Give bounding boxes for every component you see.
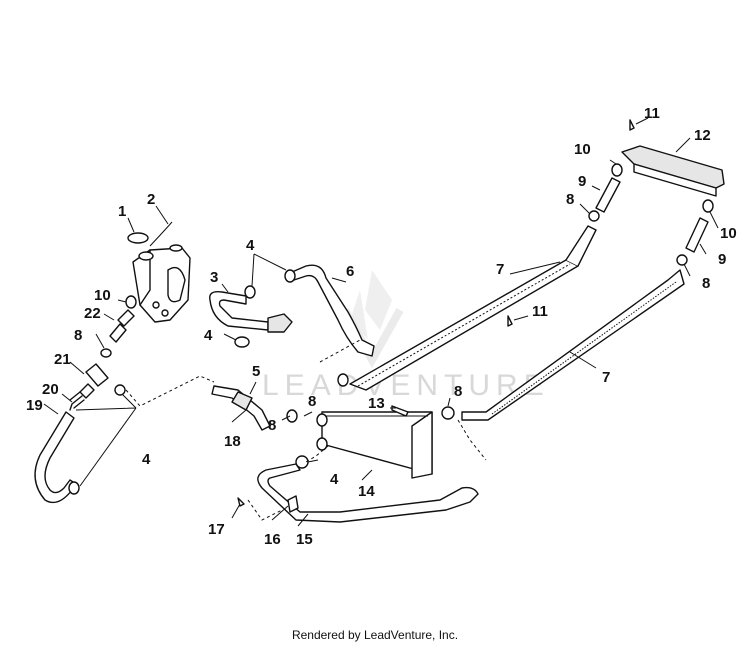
- part-4-clamp-b: [68, 481, 80, 495]
- callouts: 1 2 3 4 4 4 4 5 6 7 7 8 8 8 8 8 8 9 9 10…: [26, 105, 737, 548]
- part-9-hose-upper: [595, 177, 621, 213]
- part-10-clamp-b: [702, 199, 714, 213]
- callout-8a: 8: [74, 327, 82, 344]
- part-16-clamp: [287, 495, 299, 513]
- callout-11b: 11: [532, 303, 548, 320]
- callout-13: 13: [368, 395, 385, 412]
- callout-8d: 8: [566, 191, 574, 208]
- callout-14: 14: [358, 483, 375, 500]
- hose-dash-a: [319, 339, 361, 363]
- part-7-tube-upper: [349, 225, 597, 391]
- callout-10a: 10: [94, 287, 111, 304]
- callout-5: 5: [252, 363, 260, 380]
- part-10-clamp-left: [125, 295, 137, 309]
- callout-18: 18: [224, 433, 241, 450]
- part-11-bolt-b: [507, 315, 513, 327]
- part-22-fitting: [109, 309, 135, 343]
- part-9-hose-lower: [685, 217, 709, 253]
- callout-7a: 7: [496, 261, 504, 278]
- part-4-clamp-c: [244, 285, 256, 299]
- part-12-crossover-face: [633, 163, 717, 197]
- part-5-connector: [267, 313, 293, 333]
- callout-15: 15: [296, 531, 313, 548]
- part-8-clamp-f: [286, 409, 298, 423]
- part-6-hose: [291, 264, 375, 357]
- callout-12: 12: [694, 127, 711, 144]
- part-21-tee: [79, 363, 109, 399]
- callout-2: 2: [147, 191, 155, 208]
- callout-4d: 4: [330, 471, 339, 488]
- part-8-clamp-b: [337, 373, 349, 387]
- dash-lines: [125, 375, 487, 521]
- callout-8e: 8: [702, 275, 710, 292]
- part-19-hose: [34, 411, 77, 504]
- callout-22: 22: [84, 305, 101, 322]
- part-17-bolt: [237, 497, 245, 507]
- callout-3: 3: [210, 269, 218, 286]
- coolant-reservoir: [132, 244, 191, 323]
- callout-19: 19: [26, 397, 43, 414]
- callout-10c: 10: [720, 225, 737, 242]
- part-11-bolt-a: [629, 119, 635, 131]
- part-2-tube: [149, 221, 173, 247]
- part-8-clamp-c: [588, 210, 600, 222]
- callout-10b: 10: [574, 141, 591, 158]
- callout-8f: 8: [454, 383, 462, 400]
- callout-7b: 7: [602, 369, 610, 386]
- callout-9a: 9: [578, 173, 586, 190]
- callout-6: 6: [346, 263, 354, 280]
- part-8-clamp-a: [100, 348, 112, 358]
- part-10-clamp-a: [611, 163, 623, 177]
- callout-8b: 8: [308, 393, 316, 410]
- part-4-clamp-a: [114, 384, 126, 396]
- part-7-tube-lower: [461, 269, 685, 421]
- watermark-text: LEADVENTURE: [262, 369, 550, 402]
- part-4-clamp-e: [284, 269, 296, 283]
- part-4-clamp-d: [234, 336, 250, 348]
- part-15-hose: [257, 463, 479, 523]
- callout-20: 20: [42, 381, 59, 398]
- part-8-clamp-d: [676, 254, 688, 266]
- part-8-clamp-e: [441, 406, 455, 420]
- callout-8c: 8: [268, 417, 276, 434]
- leader-lines: [43, 117, 719, 527]
- callout-9b: 9: [718, 251, 726, 268]
- part-14-radiator: [316, 411, 433, 479]
- callout-1: 1: [118, 203, 126, 220]
- callout-16: 16: [264, 531, 281, 548]
- part-4-clamp-f: [295, 455, 309, 469]
- part-1-cap: [127, 232, 149, 244]
- callout-4a: 4: [246, 237, 255, 254]
- part-3-hose: [209, 290, 269, 331]
- callout-11a: 11: [644, 105, 660, 122]
- callout-4b: 4: [204, 327, 213, 344]
- callout-21: 21: [54, 351, 71, 368]
- part-20-spring: [69, 391, 85, 411]
- callout-4c: 4: [142, 451, 151, 468]
- footer-credit: Rendered by LeadVenture, Inc.: [291, 628, 459, 642]
- callout-17: 17: [208, 521, 225, 538]
